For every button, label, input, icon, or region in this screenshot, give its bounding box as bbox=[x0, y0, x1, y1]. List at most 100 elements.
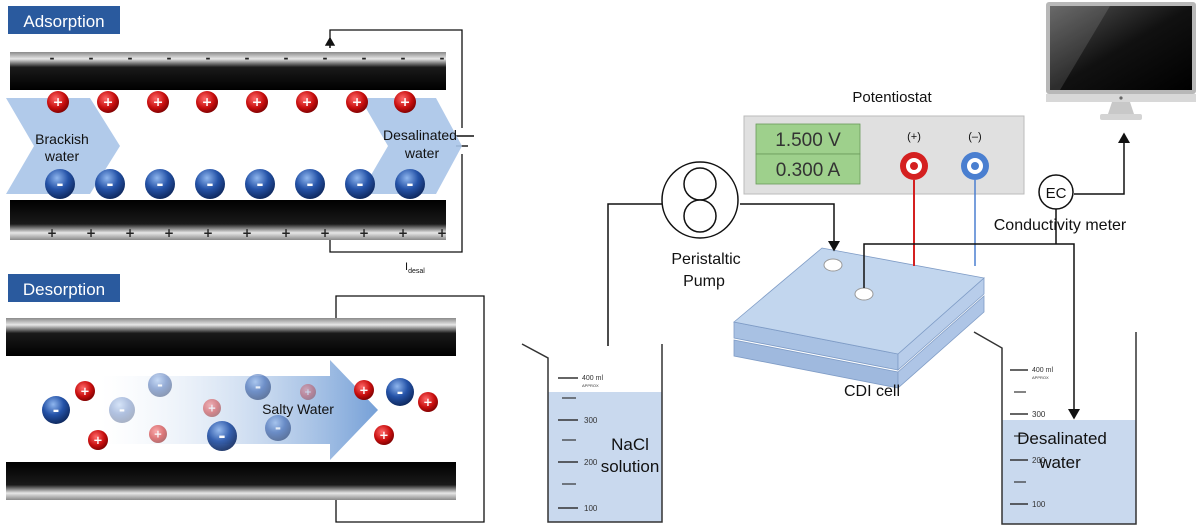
svg-text:100: 100 bbox=[584, 504, 598, 513]
svg-text:+: + bbox=[202, 94, 213, 109]
svg-text:+: + bbox=[398, 226, 408, 240]
svg-text:+: + bbox=[437, 226, 447, 240]
svg-text:-: - bbox=[128, 51, 133, 65]
adsorption-title: Adsorption bbox=[23, 12, 104, 31]
ec-label: EC bbox=[1046, 185, 1067, 202]
pump-label-1: Peristaltic bbox=[671, 251, 740, 268]
desorption-panel: Desorption Salty Water -++--++---++-++ bbox=[6, 274, 485, 523]
desorption-top-electrode bbox=[6, 318, 456, 356]
svg-text:-: - bbox=[167, 51, 172, 65]
svg-text:-: - bbox=[156, 175, 163, 195]
cdi-cell bbox=[733, 247, 985, 389]
desalinated-water-label-1: Desalinated bbox=[1017, 429, 1107, 448]
svg-text:-: - bbox=[275, 419, 281, 437]
current-readout: 0.300 A bbox=[776, 160, 841, 181]
anion-icon: - bbox=[148, 373, 172, 397]
svg-text:-: - bbox=[206, 175, 213, 195]
brackish-label-1: Brackish bbox=[35, 131, 89, 147]
desalinated-beaker: 400 ml APPROX 300 200 100 bbox=[973, 331, 1137, 525]
potentiostat-title: Potentiostat bbox=[852, 89, 932, 106]
anion-icon: - bbox=[207, 421, 237, 451]
nacl-label-2: solution bbox=[601, 457, 660, 476]
adsorption-bottom-electrode bbox=[10, 200, 446, 240]
salty-water-arrow bbox=[100, 360, 378, 460]
svg-text:300: 300 bbox=[584, 416, 598, 425]
nacl-beaker: 400 ml APPROX 300 200 100 bbox=[521, 343, 663, 523]
current-label: Idesal bbox=[405, 261, 425, 275]
svg-text:-: - bbox=[157, 378, 163, 394]
pump-label-2: Pump bbox=[683, 273, 725, 290]
desorption-bottom-electrode bbox=[6, 462, 456, 500]
cation-icon: + bbox=[296, 91, 318, 113]
svg-text:+: + bbox=[86, 226, 96, 240]
svg-text:+: + bbox=[359, 383, 369, 397]
svg-text:+: + bbox=[125, 226, 135, 240]
svg-text:+: + bbox=[379, 428, 389, 442]
svg-text:-: - bbox=[245, 51, 250, 65]
monitor-icon bbox=[1046, 2, 1196, 120]
cation-icon: + bbox=[300, 384, 316, 400]
ec-meter-icon bbox=[1038, 174, 1074, 210]
svg-text:+: + bbox=[154, 428, 163, 440]
anion-icon: - bbox=[42, 396, 70, 424]
svg-text:+: + bbox=[47, 226, 57, 240]
cation-icon: + bbox=[97, 91, 119, 113]
svg-text:-: - bbox=[218, 427, 225, 447]
ec-to-monitor-cable bbox=[1074, 132, 1130, 195]
svg-text:-: - bbox=[56, 175, 63, 195]
svg-text:+: + bbox=[352, 94, 363, 109]
anion-icon: - bbox=[345, 169, 375, 199]
svg-text:APPROX: APPROX bbox=[582, 383, 599, 388]
svg-text:+: + bbox=[103, 94, 114, 109]
negative-terminal-icon bbox=[961, 152, 989, 180]
inlet-tube bbox=[607, 198, 680, 346]
svg-text:-: - bbox=[406, 175, 413, 195]
anion-icon: - bbox=[95, 169, 125, 199]
svg-text:-: - bbox=[256, 175, 263, 195]
anion-icon: - bbox=[245, 169, 275, 199]
svg-text:-: - bbox=[50, 51, 55, 65]
svg-text:+: + bbox=[153, 94, 164, 109]
adsorption-title-box bbox=[8, 6, 120, 34]
svg-text:-: - bbox=[53, 400, 60, 419]
desalinated-water-label-2: water bbox=[1038, 453, 1081, 472]
svg-text:+: + bbox=[208, 402, 217, 414]
svg-text:+: + bbox=[359, 226, 369, 240]
cell-inlet-port bbox=[823, 258, 843, 272]
svg-text:+: + bbox=[252, 94, 263, 109]
cation-icon: + bbox=[246, 91, 268, 113]
svg-text:400 ml: 400 ml bbox=[1032, 367, 1053, 374]
desorption-title-box bbox=[8, 274, 120, 302]
brackish-label-2: water bbox=[44, 148, 80, 164]
cation-icon: + bbox=[75, 381, 95, 401]
anion-icon: - bbox=[145, 169, 175, 199]
svg-text:-: - bbox=[397, 382, 404, 401]
svg-text:200: 200 bbox=[584, 458, 598, 467]
svg-text:-: - bbox=[284, 51, 289, 65]
adsorption-ions: ++++++++-------- bbox=[45, 91, 425, 199]
current-display bbox=[755, 153, 861, 185]
anion-icon: - bbox=[265, 415, 291, 441]
cdi-cell-label: CDI cell bbox=[844, 383, 900, 400]
svg-text:+: + bbox=[203, 226, 213, 240]
svg-text:-: - bbox=[89, 51, 94, 65]
svg-text:-: - bbox=[323, 51, 328, 65]
cation-icon: + bbox=[203, 399, 221, 417]
salty-water-label: Salty Water bbox=[262, 401, 334, 417]
desalinated-water-arrow bbox=[360, 98, 462, 194]
brackish-water-arrow bbox=[6, 98, 120, 194]
anion-icon: - bbox=[109, 397, 135, 423]
cation-icon: + bbox=[147, 91, 169, 113]
positive-terminal-label: (+) bbox=[907, 131, 921, 143]
svg-text:100: 100 bbox=[1032, 500, 1046, 509]
svg-text:+: + bbox=[423, 395, 433, 409]
pump-to-cell-tube bbox=[740, 203, 840, 252]
anion-icon: - bbox=[386, 378, 414, 406]
svg-text:+: + bbox=[400, 94, 411, 109]
svg-text:200: 200 bbox=[1032, 456, 1046, 465]
cation-icon: + bbox=[418, 392, 438, 412]
svg-text:+: + bbox=[53, 94, 64, 109]
svg-text:+: + bbox=[93, 433, 103, 447]
peristaltic-pump-icon bbox=[661, 161, 739, 239]
